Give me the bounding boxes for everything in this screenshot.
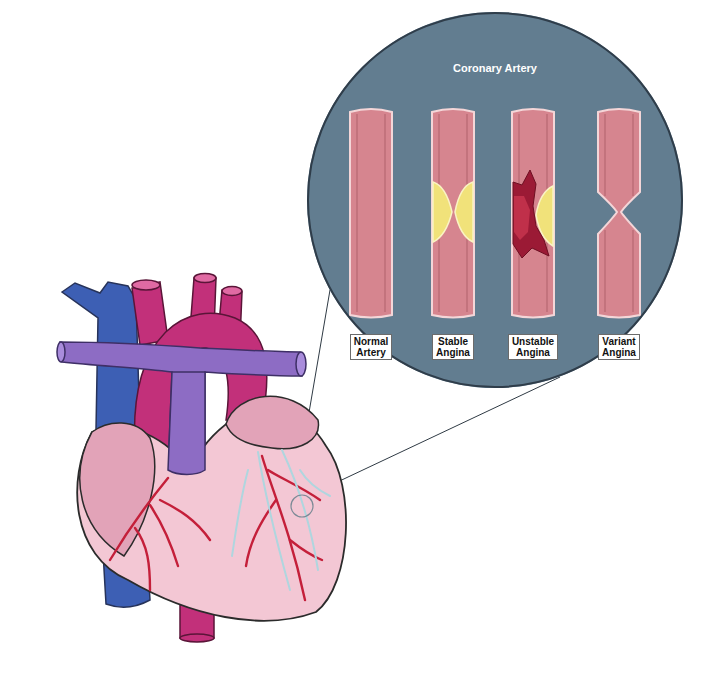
coronary-artery <box>290 540 322 560</box>
coronary-vein <box>282 450 318 570</box>
zoom-heading: Coronary Artery <box>453 62 537 74</box>
thrombus <box>513 170 549 258</box>
aorta <box>180 634 214 642</box>
aortic-branch <box>132 280 160 290</box>
artery-tube <box>512 109 554 318</box>
right-atrium <box>80 423 155 556</box>
pulmonary-artery <box>296 352 306 376</box>
coronary-arteries <box>110 456 322 600</box>
artery-label-text: Unstable Angina <box>512 336 554 358</box>
coronary-vein <box>258 452 290 590</box>
pulmonary-trunk <box>168 372 205 475</box>
coronary-vein <box>300 470 330 496</box>
artery-label-text: Variant Angina <box>602 336 636 358</box>
aortic-branch <box>222 287 242 296</box>
artery-spasm <box>598 109 640 318</box>
artery-tube <box>350 109 392 318</box>
artery-shading <box>605 114 633 312</box>
coronary-vein <box>232 470 248 556</box>
coronary-artery <box>150 505 178 566</box>
artery-tube <box>432 109 474 318</box>
artery-label: Normal Artery <box>350 334 392 360</box>
artery-label: Stable Angina <box>432 334 474 360</box>
coronary-artery <box>135 528 150 590</box>
magnified-spot <box>291 495 313 517</box>
left-atrium <box>226 396 318 448</box>
artery-label-text: Normal Artery <box>354 336 388 358</box>
coronary-artery <box>160 500 210 540</box>
artery-label: Unstable Angina <box>508 334 558 360</box>
magnifier-border <box>308 13 682 387</box>
thrombus <box>514 196 530 240</box>
plaque <box>455 182 473 242</box>
magnifier-circle: Coronary ArteryNormal Artery Stable Angin… <box>307 12 683 388</box>
magnifier-fill <box>307 12 683 388</box>
artery-label: Variant Angina <box>598 334 640 360</box>
leader-line <box>312 377 560 494</box>
aortic-branch <box>194 274 216 283</box>
artery-shading <box>357 114 385 312</box>
artery-label-text: Stable Angina <box>436 336 470 358</box>
coronary-artery <box>246 500 276 566</box>
pulmonary-artery <box>57 342 65 362</box>
coronary-veins <box>232 450 330 590</box>
plaque <box>433 182 452 242</box>
